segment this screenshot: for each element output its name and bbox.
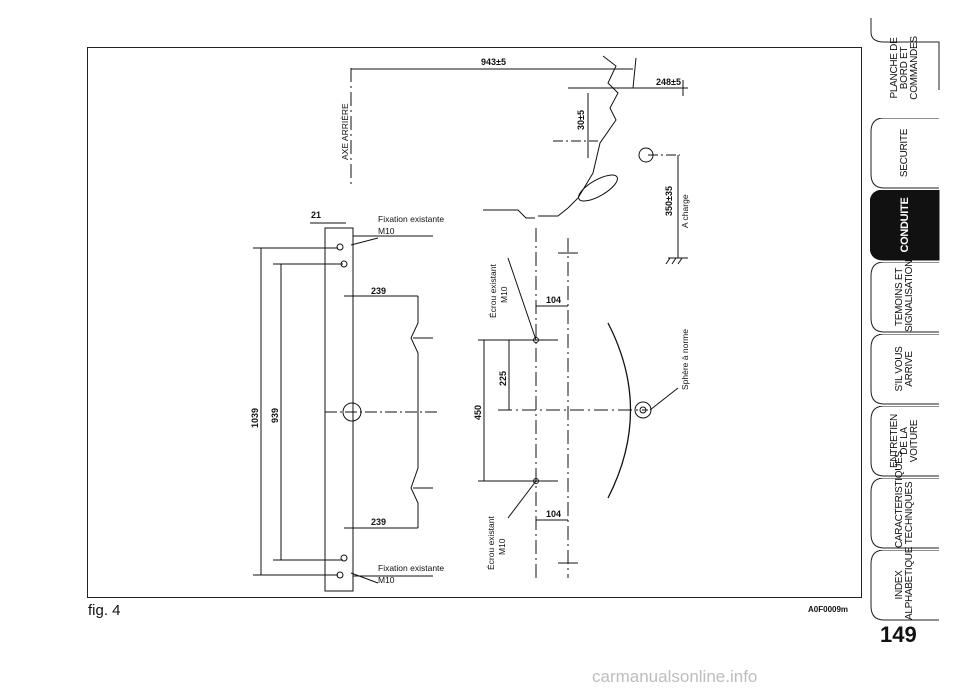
label-ecrou-top-2: M10: [499, 286, 509, 303]
label-fixation-bottom-1: Fixation existante: [378, 563, 444, 573]
tab-caracteristiques[interactable]: CARACTERISTIQUES TECHNIQUES: [870, 451, 940, 549]
tab-shape: [870, 190, 940, 261]
figure-label: fig. 4: [88, 602, 121, 619]
tab-temoins[interactable]: TEMOINS ET SIGNALISATIONS: [870, 253, 940, 333]
figure-code: A0F0009m: [808, 605, 849, 614]
tab-shape: [870, 406, 939, 477]
dim-104-bottom: 104: [546, 509, 561, 519]
tab-conduite[interactable]: CONDUITE: [870, 190, 940, 261]
tab-entretien[interactable]: ENTRETIEN DE LA VOITURE: [870, 406, 940, 477]
dim-21: 21: [311, 210, 321, 220]
dim-450: 450: [473, 405, 483, 420]
label-a-charge: A charge: [680, 194, 690, 228]
tab-label: S'IL VOUS ARRIVE: [894, 346, 915, 392]
tab-index[interactable]: INDEX ALPHABETIQUE: [870, 546, 940, 621]
tab-label: SECURITE: [899, 128, 910, 178]
tab-shape: [870, 478, 939, 549]
tab-label: CARACTERISTIQUES TECHNIQUES: [894, 451, 915, 548]
dim-104-top: 104: [546, 295, 561, 305]
tab-label: PLANCHE DE BORD ET COMMANDES: [889, 36, 920, 100]
tab-sil-vous-arrive[interactable]: S'IL VOUS ARRIVE: [870, 334, 940, 405]
dim-939: 939: [270, 408, 280, 423]
technical-drawing: 943±5 248±5 30±5 350±35 21 239 239 1039 …: [250, 55, 690, 592]
label-axe-arriere: AXE ARRIÈRE: [340, 103, 350, 160]
tab-shape: [870, 18, 940, 90]
tab-label: CONDUITE: [899, 197, 911, 253]
tab-shape: [870, 334, 939, 405]
dim-225: 225: [498, 371, 508, 386]
figure-frame: 943±5 248±5 30±5 350±35 21 239 239 1039 …: [87, 47, 862, 598]
dim-943: 943±5: [481, 57, 506, 67]
label-fixation-top-1: Fixation existante: [378, 214, 444, 224]
tab-shape: [870, 550, 939, 621]
tab-securite[interactable]: SECURITE: [870, 118, 940, 189]
dim-248: 248±5: [656, 77, 681, 87]
dim-350: 350±35: [664, 186, 674, 216]
label-sphere: Sphère à norme: [680, 329, 690, 390]
label-fixation-bottom-2: M10: [378, 575, 395, 585]
tab-label: INDEX ALPHABETIQUE: [894, 546, 915, 620]
label-fixation-top-2: M10: [378, 226, 395, 236]
dim-1039: 1039: [250, 408, 260, 428]
watermark: carmanualsonline.info: [592, 667, 758, 686]
tab-planche-de-bord[interactable]: PLANCHE DE BORD ET COMMANDES: [870, 18, 940, 100]
dim-239-bottom: 239: [371, 517, 386, 527]
tab-shape: [870, 118, 939, 189]
label-ecrou-top-1: Écrou existant: [488, 264, 498, 318]
tab-shape: [870, 262, 939, 333]
page-number: 149: [880, 622, 917, 647]
tab-label: TEMOINS ET SIGNALISATIONS: [894, 253, 915, 332]
label-ecrou-bottom-2: M10: [497, 538, 507, 555]
dim-239-top: 239: [371, 286, 386, 296]
dim-30: 30±5: [576, 110, 586, 130]
label-ecrou-bottom-1: Écrou existant: [486, 516, 496, 570]
